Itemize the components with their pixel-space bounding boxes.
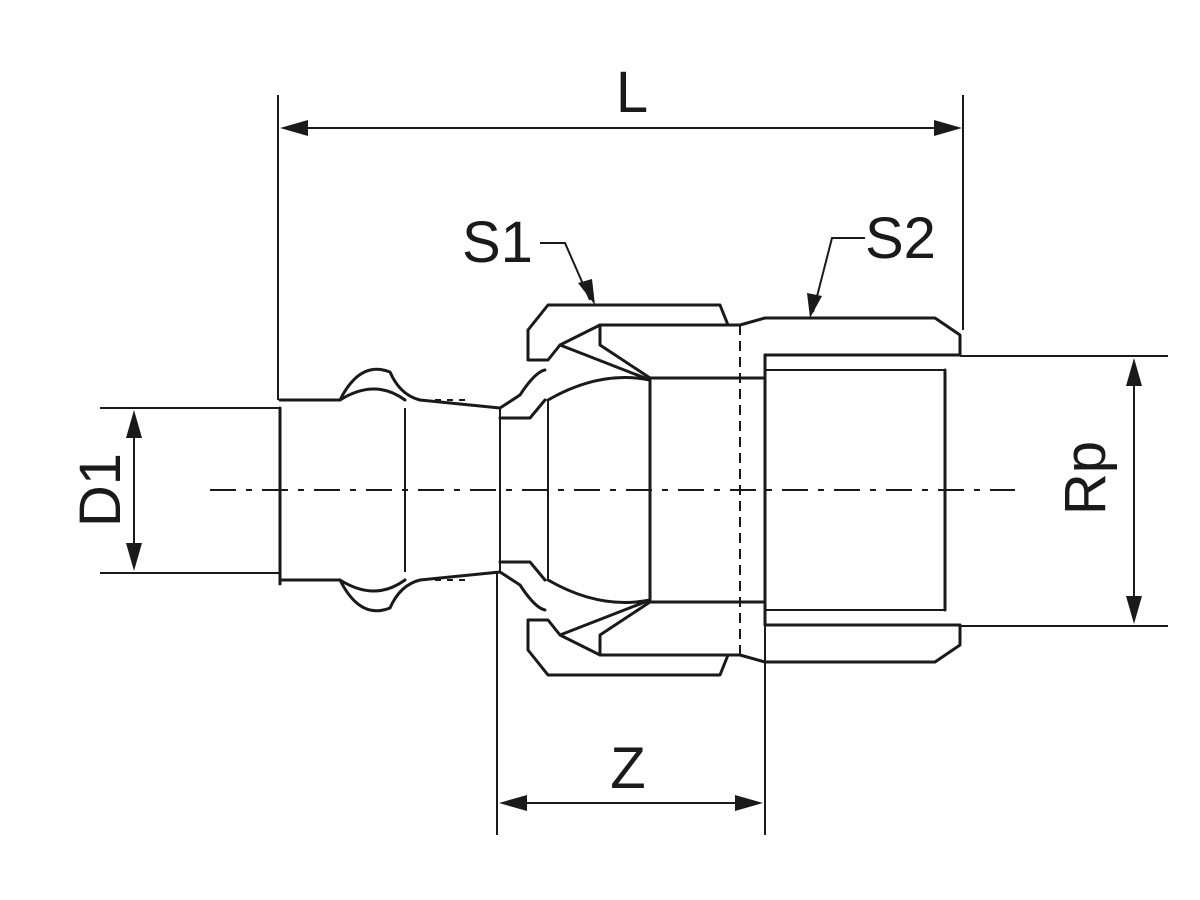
- dimension-D1: D1: [68, 407, 280, 574]
- label-Z: Z: [610, 736, 645, 801]
- label-S2: S2: [865, 206, 936, 271]
- label-S1: S1: [462, 210, 533, 275]
- leader-S2: S2: [807, 206, 936, 318]
- leader-S1: S1: [462, 210, 595, 305]
- union-nut: [526, 303, 730, 677]
- label-L: L: [616, 60, 648, 125]
- dimension-L: L: [277, 60, 964, 400]
- dimension-Rp: Rp: [960, 355, 1168, 627]
- label-Rp: Rp: [1053, 441, 1118, 515]
- press-end: [278, 367, 549, 613]
- label-D1: D1: [68, 453, 133, 527]
- dimension-Z: Z: [496, 572, 766, 835]
